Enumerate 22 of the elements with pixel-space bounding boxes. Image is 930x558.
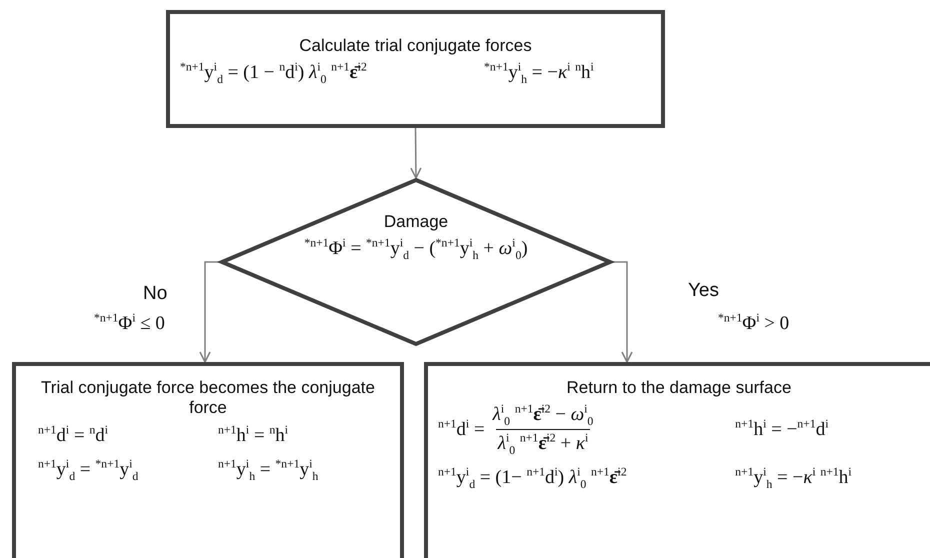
arrow (199, 261, 220, 363)
decision-diamond (220, 178, 612, 346)
process-box (424, 362, 930, 558)
condition-formula: $^{*n+1}$Φ$^{i}$ > 0 (718, 313, 790, 335)
step-heading: Damage (384, 212, 448, 232)
arrow (410, 128, 422, 179)
edge-label: Yes (688, 280, 719, 302)
condition-formula: $^{*n+1}$Φ$^{i}$ ≤ 0 (94, 313, 165, 335)
step-heading: Return to the damage surface (566, 378, 792, 398)
step-heading: Calculate trial conjugate forces (299, 36, 532, 56)
edge-label: No (143, 283, 168, 305)
formula: $^{n+1}$h$^{i}$ = $^{n}$h$^{i}$ (218, 424, 290, 447)
step-heading: Trial conjugate force becomes the conjugate force (40, 378, 376, 419)
process-box (166, 10, 665, 128)
formula: $^{n+1}$d$^{i}$ = $^{n}$d$^{i}$ (38, 424, 110, 447)
formula: $^{n+1}$y$^{i}$$_{h}$ = −κ$^{i}$ $^{n+1}$h$^{i}$ (735, 467, 853, 490)
formula: $^{n+1}$h$^{i}$ = −$^{n+1}$d$^{i}$ (735, 418, 830, 441)
formula: $^{*n+1}$y$^{i}$$_{h}$ = −κ$^{i}$ $^{n}$h$^{i}$ (484, 62, 595, 84)
arrow (612, 261, 633, 363)
formula: $^{n+1}$d$^{i}$ = (438, 418, 485, 441)
formula: $^{*n+1}$Φ$^{i}$ = $^{*n+1}$y$^{i}$$_{d}$ − ($^{*n+1}$y$^{i}$$_{h}$ + ω$^{i}$$_{0}$) (303, 238, 529, 260)
process-box (12, 362, 404, 558)
